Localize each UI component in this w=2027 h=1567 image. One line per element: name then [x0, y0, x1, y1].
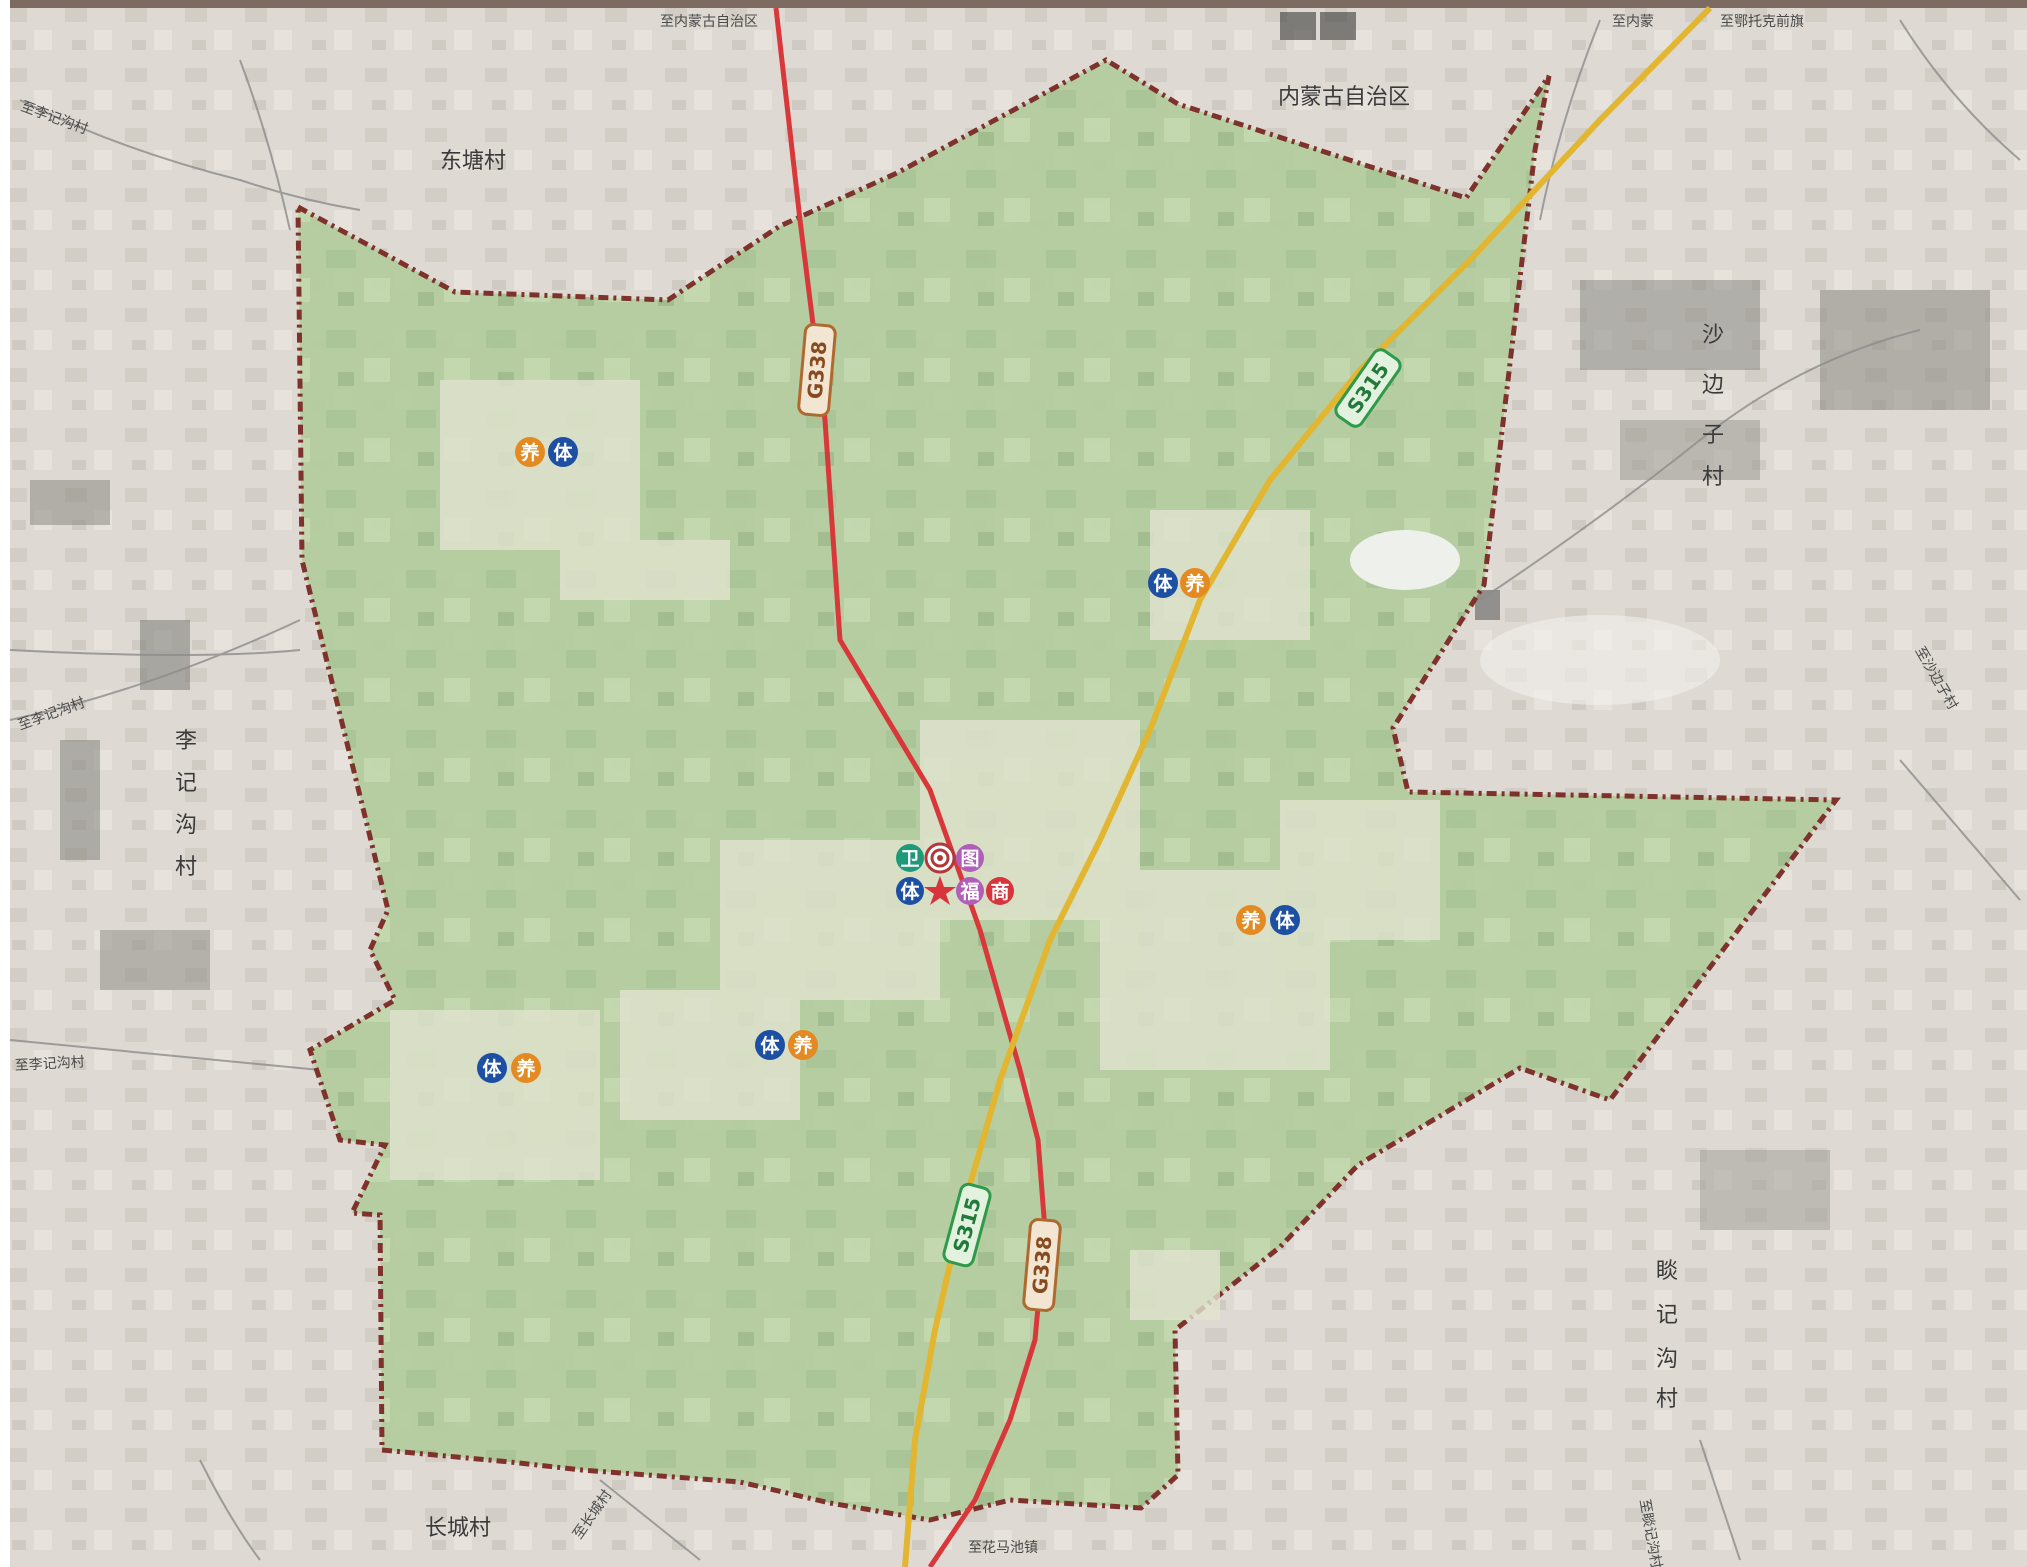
poi-group-southwest: 体 养	[477, 1053, 541, 1083]
road-label-to-huamachi: 至花马池镇	[968, 1540, 1038, 1556]
poi-shang-center: 商	[990, 880, 1009, 903]
village-label-dongtang: 东塘村	[440, 149, 506, 174]
poi-yang-southwest: 养	[515, 1057, 535, 1080]
hou-ji-gou-char-2: 记	[1656, 1303, 1678, 1328]
poi-yang-south-central: 养	[792, 1034, 812, 1057]
hou-ji-gou-char-1: 睒	[1656, 1259, 1678, 1284]
g338-label-south: G338	[1028, 1235, 1057, 1295]
poi-tu-center: 图	[960, 848, 979, 870]
poi-yang-east: 养	[1240, 909, 1260, 932]
poi-yang-northwest: 养	[519, 441, 539, 464]
settlement-patches	[390, 380, 1440, 1320]
hou-ji-gou-char-3: 沟	[1656, 1347, 1678, 1372]
poi-ti-northwest: 体	[553, 441, 573, 464]
li-ji-gou-char-3: 沟	[175, 813, 197, 838]
li-ji-gou-char-4: 村	[175, 855, 197, 880]
poi-group-south-central: 体 养	[755, 1030, 818, 1060]
village-label-li-ji-gou: 李 记 沟 村	[175, 729, 197, 880]
li-ji-gou-char-2: 记	[175, 771, 197, 796]
li-ji-gou-char-1: 李	[175, 729, 197, 754]
top-border-bar	[0, 0, 2027, 8]
poi-ti-center: 体	[900, 880, 920, 903]
terrain-patches	[30, 12, 1990, 1230]
region-label-inner-mongolia: 内蒙古自治区	[1278, 85, 1410, 110]
poi-ti-southwest: 体	[482, 1057, 502, 1080]
target-icon	[924, 842, 956, 874]
road-label-to-inner-mongolia-2: 至内蒙	[1612, 14, 1654, 30]
poi-yang-northeast: 养	[1184, 572, 1204, 595]
minor-roads	[9, 19, 2021, 1561]
s315-shield-south: S315	[942, 1182, 992, 1268]
g338-label-north: G338	[803, 340, 832, 400]
poi-ti-northeast: 体	[1153, 572, 1173, 595]
sha-bian-zi-char-1: 沙	[1702, 323, 1724, 348]
sha-bian-zi-char-4: 村	[1702, 465, 1724, 490]
road-label-to-inner-mongolia-1: 至内蒙古自治区	[660, 14, 758, 30]
hou-ji-gou-char-4: 村	[1656, 1387, 1678, 1412]
village-label-sha-bian-zi: 沙 边 子 村	[1702, 323, 1724, 490]
town-seat-star-icon	[924, 876, 956, 905]
g338-shield-north: G338	[797, 323, 837, 417]
sha-bian-zi-char-3: 子	[1702, 423, 1724, 448]
poi-wei-center: 卫	[900, 848, 919, 870]
poi-group-northwest: 养 体	[515, 437, 578, 467]
g338-shield-south: G338	[1022, 1218, 1062, 1312]
poi-group-northeast: 体 养	[1148, 568, 1210, 598]
left-border-line	[0, 0, 10, 1567]
poi-ti-east: 体	[1275, 909, 1295, 932]
village-label-hou-ji-gou: 睒 记 沟 村	[1656, 1259, 1678, 1412]
sha-bian-zi-char-2: 边	[1702, 373, 1724, 398]
water-body	[1350, 530, 1460, 590]
village-label-changcheng: 长城村	[425, 1516, 491, 1541]
poi-group-town-center: 卫 图 体 福 商	[896, 842, 1014, 905]
national-road-g338	[773, 7, 1048, 1567]
road-label-to-li-ji-gou-southwest: 至李记沟村	[14, 1054, 85, 1074]
poi-ti-south-central: 体	[760, 1034, 780, 1057]
provincial-road-s315	[902, 5, 1713, 1567]
road-label-to-etuoke: 至鄂托克前旗	[1720, 13, 1804, 30]
poi-fu-center: 福	[959, 880, 979, 903]
poi-group-east: 养 体	[1236, 905, 1300, 935]
